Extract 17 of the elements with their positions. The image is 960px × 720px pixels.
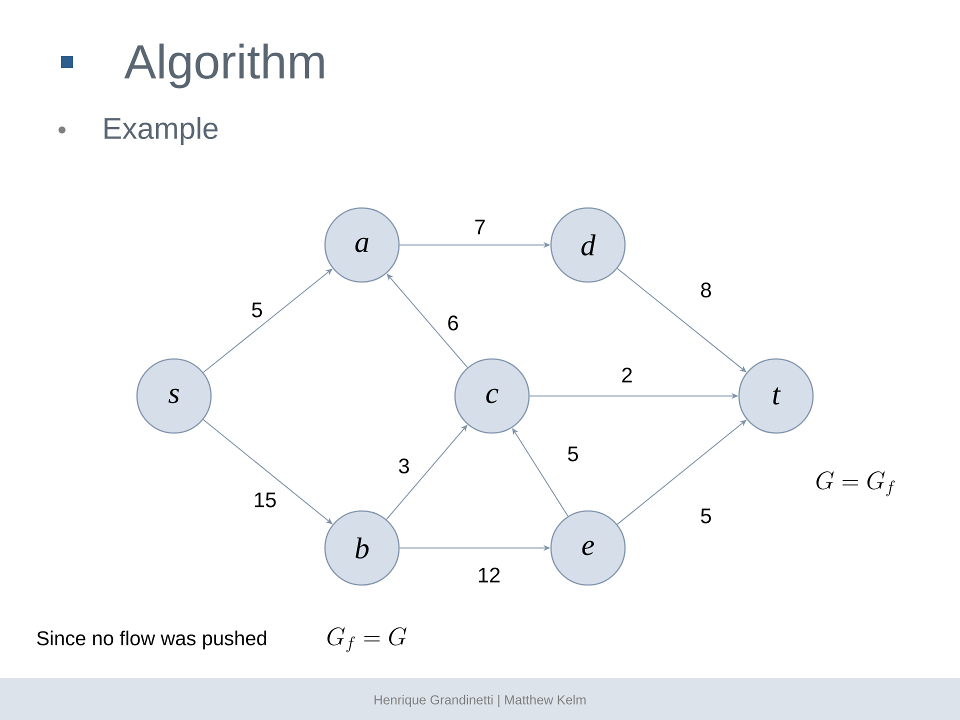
edge-label: 6 [446,314,460,332]
note: Since no flow was pushed [37,630,266,650]
title: Algorithm [124,44,324,88]
edge-label: 12 [476,566,502,584]
edge-label: 5 [566,446,580,462]
edge-label: 8 [699,282,713,298]
edge-label: 15 [252,492,278,508]
edge-label: 5 [250,302,264,318]
edge-label: 3 [397,458,411,474]
subtitle: Example [104,117,218,145]
edge-label: 5 [699,508,713,524]
edge-label: 2 [620,366,634,384]
formula: $G = G_f$ [816,471,895,496]
footer-text: Henrique Grandinetti | Matthew Kelm [374,694,586,708]
formula: $G_f = G$ [327,627,406,652]
arrow [386,274,468,368]
edge-label: 7 [473,218,487,236]
